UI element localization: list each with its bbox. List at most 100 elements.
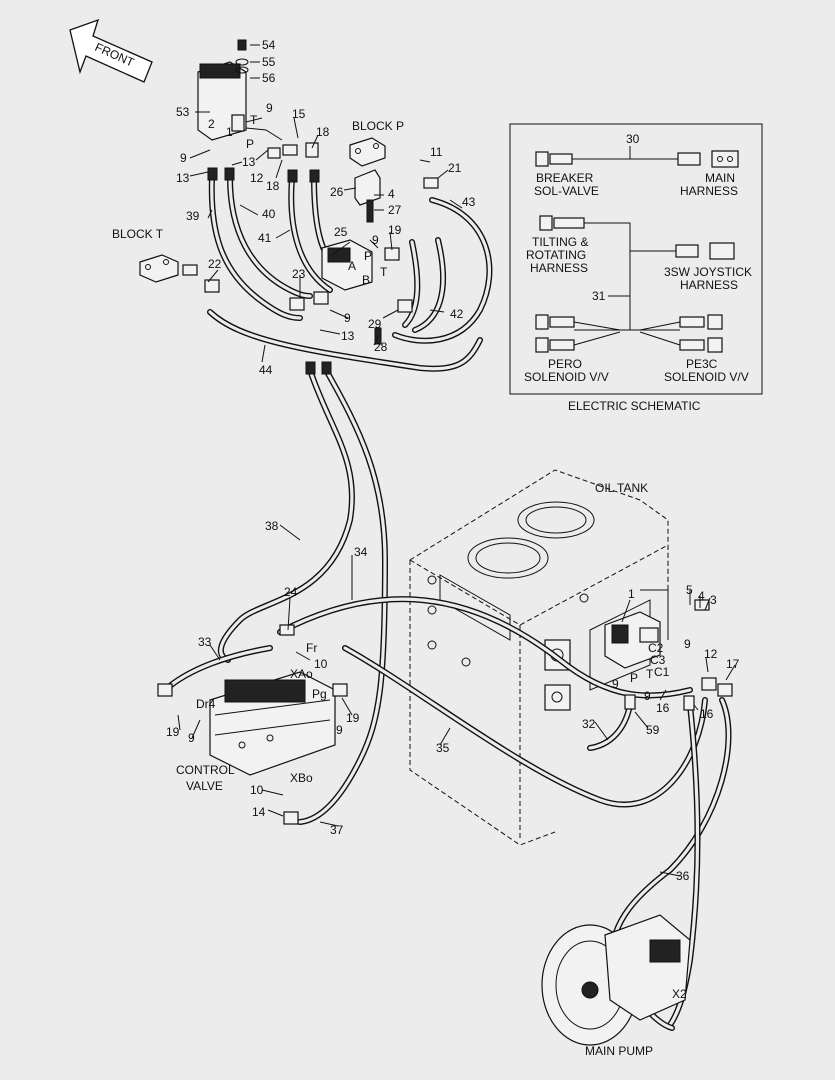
callout-22: 22 — [208, 257, 222, 271]
hose-37 — [297, 367, 388, 825]
control-valve-body — [209, 671, 336, 776]
tilt-label-1: TILTING & — [532, 235, 588, 249]
callout-43: 43 — [462, 195, 476, 209]
port-t-pilot: T — [250, 113, 258, 127]
pe3c-label-2: SOLENOID V/V — [664, 370, 749, 384]
port-2: 2 — [208, 117, 215, 131]
schematic-title: ELECTRIC SCHEMATIC — [568, 399, 701, 413]
breaker-label-1: BREAKER — [536, 171, 594, 185]
port-b: B — [362, 273, 370, 287]
port-p-block: P — [364, 249, 372, 263]
control-valve-label-1: CONTROL — [176, 763, 235, 777]
hose-33 — [162, 645, 273, 693]
callout-35: 35 — [436, 741, 450, 755]
callout-44: 44 — [259, 363, 273, 377]
callouts: 54 55 56 53 9 15 18 9 13 13 12 18 11 21 … — [166, 38, 740, 883]
callout-38: 38 — [265, 519, 279, 533]
solenoid-valve — [604, 611, 661, 669]
port-t-sol: T — [646, 667, 654, 681]
tilt-connector — [539, 215, 585, 231]
callout-9: 9 — [372, 233, 379, 247]
port-a: A — [348, 259, 356, 273]
callout-55: 55 — [262, 55, 276, 69]
selector-valve-25 — [321, 239, 373, 291]
callout-21: 21 — [448, 161, 462, 175]
bracket-26 — [354, 169, 381, 206]
port-xbo: XBo — [290, 771, 313, 785]
callout-59: 59 — [646, 723, 660, 737]
port-t-block: T — [380, 265, 388, 279]
callout-18: 18 — [266, 179, 280, 193]
callout-33: 33 — [198, 635, 212, 649]
port-c3: C3 — [650, 653, 666, 667]
breaker-connector — [535, 151, 573, 167]
callout-26: 26 — [330, 185, 344, 199]
callout-27: 27 — [388, 203, 402, 217]
callout-12: 12 — [250, 171, 264, 185]
joystick-connector — [675, 242, 735, 260]
callout-19: 19 — [388, 223, 402, 237]
main-label-1: MAIN — [705, 171, 735, 185]
port-xao: XAo — [290, 667, 313, 681]
pe3c-label-1: PE3C — [686, 357, 718, 371]
joystick-label-1: 3SW JOYSTICK — [664, 265, 752, 279]
pero-connector-1 — [535, 314, 575, 330]
callout-1: 1 — [628, 587, 635, 601]
callout-11: 11 — [430, 145, 443, 159]
callout-42: 42 — [450, 307, 464, 321]
block-t — [139, 254, 179, 283]
callout-53: 53 — [176, 105, 190, 119]
callout-29: 29 — [368, 317, 382, 331]
callout-13: 13 — [242, 155, 256, 169]
main-label-2: HARNESS — [680, 184, 738, 198]
callout-4: 4 — [388, 187, 395, 201]
hose-38 — [217, 367, 355, 663]
callout-12: 12 — [704, 647, 718, 661]
block-p — [349, 137, 386, 167]
callout-10: 10 — [314, 657, 328, 671]
electric-schematic: 30 BREAKER SOL-VALVE MAIN HARNESS TILTIN… — [509, 123, 763, 413]
port-p-sol: P — [630, 671, 638, 685]
breaker-label-2: SOL-VALVE — [534, 184, 599, 198]
callout-37: 37 — [330, 823, 344, 837]
callout-10: 10 — [250, 783, 264, 797]
callout-14: 14 — [252, 805, 266, 819]
callout-24: 24 — [284, 585, 298, 599]
port-x2: X2 — [672, 987, 687, 1001]
main-harness-connector — [677, 150, 739, 168]
callout-9: 9 — [180, 151, 187, 165]
callout-5: 5 — [686, 583, 693, 597]
hose-43 — [392, 197, 493, 344]
callout-16: 16 — [700, 707, 714, 721]
callout-56: 56 — [262, 71, 276, 85]
port-dr4: Dr4 — [196, 697, 216, 711]
pilot-valve — [197, 39, 249, 141]
front-arrow: FRONT — [69, 18, 153, 83]
tilt-label-2: ROTATING — [526, 248, 586, 262]
callout-39: 39 — [186, 209, 200, 223]
hose-34 — [277, 596, 693, 699]
callout-17: 17 — [726, 657, 740, 671]
callout-19: 19 — [166, 725, 180, 739]
hose-35 — [342, 645, 708, 808]
oil-tank-label: OIL TANK — [595, 481, 648, 495]
callout-9: 9 — [344, 311, 351, 325]
pero-label-2: SOLENOID V/V — [524, 370, 609, 384]
hose-36 — [612, 697, 732, 938]
port-c1: C1 — [654, 665, 670, 679]
hose-32 — [587, 702, 633, 751]
wire-30-label: 30 — [626, 132, 640, 146]
port-pg: Pg — [312, 687, 327, 701]
hose-41 — [288, 175, 333, 293]
leader-lines — [177, 44, 736, 877]
port-1: 1 — [226, 125, 233, 139]
callout-40: 40 — [262, 207, 276, 221]
port-fr: Fr — [306, 641, 317, 655]
callout-41: 41 — [258, 231, 272, 245]
section-labels: BLOCK P BLOCK T OIL TANK CONTROL VALVE M… — [112, 119, 653, 1058]
callout-18: 18 — [316, 125, 330, 139]
hose-39 — [208, 175, 303, 321]
hose-42 — [402, 239, 421, 328]
